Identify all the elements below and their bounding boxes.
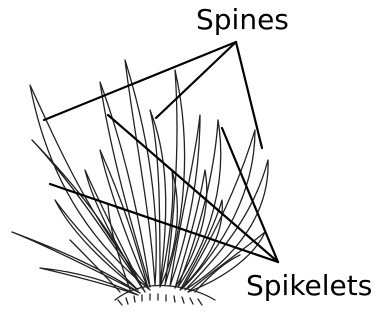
spines-pointer-2 bbox=[156, 42, 236, 118]
leaf-center-2 bbox=[125, 60, 156, 285]
spikelets-label: Spikelets bbox=[246, 272, 372, 300]
plant-drawing bbox=[12, 60, 268, 305]
spines-label: Spines bbox=[196, 6, 289, 34]
leaf-center-1 bbox=[100, 82, 150, 287]
spines-pointer-3 bbox=[236, 42, 262, 148]
spikelets-pointer-3 bbox=[222, 128, 278, 262]
plant-base-fringe bbox=[118, 294, 202, 305]
spines-pointer-1 bbox=[44, 42, 236, 120]
